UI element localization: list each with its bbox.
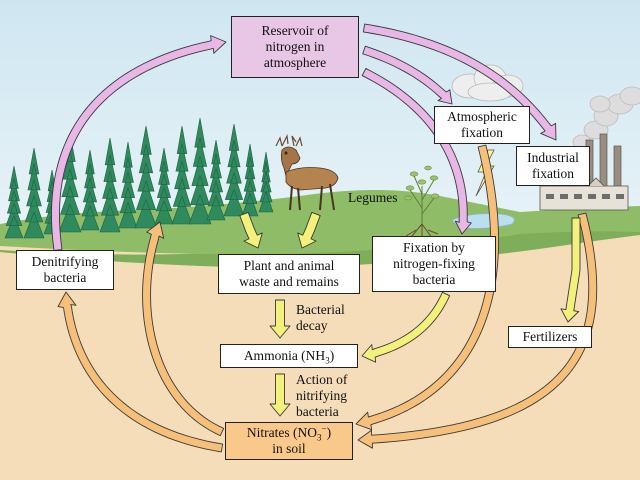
action-nitrifying-line-1: Action of <box>296 372 348 387</box>
nitrates-box: Nitrates (NO3−) in soil <box>225 422 353 460</box>
ammonia-label: Ammonia (NH3) <box>243 348 335 366</box>
arrow-deer-to-waste-left <box>239 211 263 249</box>
fertilizers-label: Fertilizers <box>522 329 578 344</box>
atmospheric-fixation-line-1: Atmospheric <box>447 109 517 124</box>
tree-icon <box>188 117 212 225</box>
legumes-label: Legumes <box>348 190 398 205</box>
plant-animal-waste-box: Plant and animal waste and remains <box>218 254 360 294</box>
fertilizers-box: Fertilizers <box>508 326 592 348</box>
bacterial-decay-line-1: Bacterial <box>296 302 345 317</box>
fixation-by-bacteria-line-2: nitrogen-fixing <box>393 256 475 271</box>
nitrates-line-2: in soil <box>272 441 306 456</box>
tree-icon <box>206 139 226 221</box>
fixation-by-bacteria-box: Fixation by nitrogen-fixing bacteria <box>372 236 496 292</box>
tree-icon <box>258 151 274 213</box>
denitrifying-line-1: Denitrifying <box>31 254 99 269</box>
reservoir-box: Reservoir of nitrogen in atmosphere <box>231 16 359 78</box>
tree-icon <box>99 137 121 233</box>
bacterial-decay-line-2: decay <box>296 318 328 333</box>
industrial-fixation-line-1: Industrial <box>527 150 579 165</box>
industrial-fixation-line-2: fixation <box>532 166 574 181</box>
tree-icon <box>154 147 174 225</box>
ammonia-box: Ammonia (NH3) <box>220 344 358 368</box>
arrow-ammonia-to-nitrates <box>269 373 291 417</box>
arrow-denitrifying-to-reservoir <box>51 35 227 251</box>
arrow-nitrates-to-denitrifying <box>57 291 224 453</box>
smoke-icon <box>572 86 640 150</box>
arrow-industrial-to-fertilizers <box>560 217 581 323</box>
bacterial-decay-label: Bacterial decay <box>296 302 345 334</box>
action-nitrifying-line-3: bacteria <box>296 404 339 419</box>
tree-icon <box>171 125 193 225</box>
denitrifying-line-2: bacteria <box>43 270 87 285</box>
arrow-reservoir-to-industrial <box>362 23 557 141</box>
tree-icon <box>118 141 138 229</box>
denitrifying-bacteria-box: Denitrifying bacteria <box>16 250 114 290</box>
tree-icon <box>241 143 259 217</box>
arrow-reservoir-to-fixation-bacteria <box>361 67 472 235</box>
action-nitrifying-label: Action of nitrifying bacteria <box>296 372 347 420</box>
tree-icon <box>223 123 245 217</box>
tree-icon <box>134 125 158 229</box>
arrow-nitrates-to-plants <box>142 221 225 437</box>
reservoir-line-2: nitrogen in <box>265 39 325 54</box>
nitrates-line-1: Nitrates (NO3−) <box>246 423 332 443</box>
tree-icon <box>4 165 24 239</box>
tree-icon <box>58 133 82 233</box>
legume-plant-icon <box>404 165 440 240</box>
arrow-reservoir-to-atmospheric <box>362 45 453 105</box>
arrow-deer-to-waste-right <box>297 211 321 249</box>
tree-icon <box>23 147 45 239</box>
atmospheric-fixation-box: Atmospheric fixation <box>434 106 530 144</box>
atmospheric-fixation-line-2: fixation <box>461 125 503 140</box>
arrow-bacteria-to-ammonia <box>361 291 451 363</box>
industrial-fixation-box: Industrial fixation <box>516 146 590 186</box>
fixation-by-bacteria-line-1: Fixation by <box>403 240 465 255</box>
fixation-by-bacteria-line-3: bacteria <box>412 272 456 287</box>
reservoir-line-1: Reservoir of <box>261 23 329 38</box>
deer-icon <box>275 133 339 211</box>
plant-animal-waste-line-1: Plant and animal <box>243 258 335 273</box>
reservoir-line-3: atmosphere <box>263 55 327 70</box>
cycle-arrows <box>51 23 598 453</box>
tree-icon <box>80 149 100 231</box>
action-nitrifying-line-2: nitrifying <box>296 388 347 403</box>
plant-animal-waste-line-2: waste and remains <box>239 274 339 289</box>
arrow-waste-to-ammonia <box>269 299 291 339</box>
